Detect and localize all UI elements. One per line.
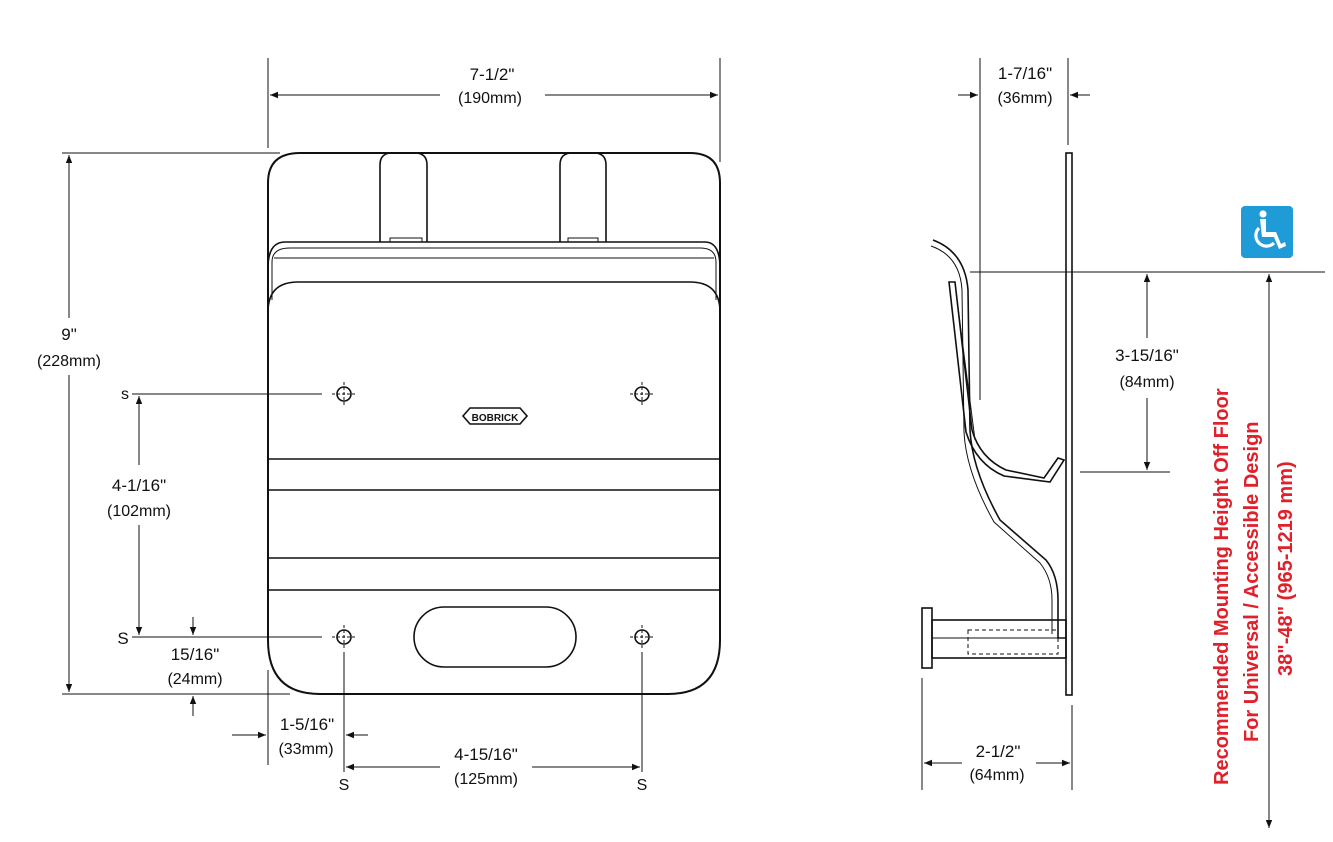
hole-spacing-vertical-metric: (102mm)	[107, 503, 171, 520]
shelf-edge	[267, 241, 721, 312]
dispenser-slot	[413, 606, 577, 668]
side-depth-bottom-metric: (64mm)	[969, 767, 1024, 784]
hole-spacing-vertical-imperial: 4-1/16"	[112, 476, 166, 495]
side-view: 1-7/16" (36mm) 3-15/16" (84mm) 2-1/2" (6…	[921, 58, 1325, 790]
hole-spacing-horizontal-metric: (125mm)	[454, 771, 518, 788]
accessibility-line2: For Universal / Accessible Design	[1241, 422, 1263, 743]
hole-spacing-horizontal-imperial: 4-15/16"	[454, 745, 518, 764]
front-plate-outline	[267, 152, 721, 695]
side-roll	[921, 607, 933, 669]
screw-mark-upper: s	[121, 386, 129, 403]
side-depth-top-metric: (36mm)	[997, 90, 1052, 107]
brand-logo: BOBRICK	[461, 407, 529, 425]
screw-hole	[332, 382, 356, 406]
right-post	[559, 152, 607, 242]
accessibility-note: Recommended Mounting Height Off Floor Fo…	[1211, 206, 1297, 828]
side-depth-top-imperial: 1-7/16"	[998, 64, 1052, 83]
side-height-metric: (84mm)	[1119, 374, 1174, 391]
height-dim-imperial: 9"	[61, 325, 77, 344]
screw-hole	[332, 625, 356, 649]
side-offset-metric: (33mm)	[278, 741, 333, 758]
side-depth-bottom-imperial: 2-1/2"	[976, 742, 1021, 761]
front-view: BOBRICK 7-1/2" (190mm)	[37, 58, 721, 794]
screw-hole	[630, 382, 654, 406]
screw-hole	[630, 625, 654, 649]
bottom-offset-imperial: 15/16"	[171, 645, 220, 664]
left-post	[379, 152, 428, 242]
accessibility-line1: Recommended Mounting Height Off Floor	[1211, 388, 1233, 785]
side-door	[948, 281, 1066, 483]
screw-mark-lower: S	[117, 629, 128, 648]
screw-mark-bottom-right: S	[637, 777, 648, 794]
height-dim-metric: (228mm)	[37, 353, 101, 370]
brand-logo-text: BOBRICK	[472, 413, 519, 424]
bottom-offset-metric: (24mm)	[167, 671, 222, 688]
side-hood	[932, 239, 1066, 639]
width-dim-metric: (190mm)	[458, 90, 522, 107]
side-wall-plate	[1065, 152, 1073, 696]
side-height-imperial: 3-15/16"	[1115, 346, 1179, 365]
side-offset-imperial: 1-5/16"	[280, 715, 334, 734]
width-dim-imperial: 7-1/2"	[470, 65, 515, 84]
accessibility-line3: 38"-48" (965-1219 mm)	[1275, 461, 1297, 676]
screw-mark-bottom-left: S	[339, 777, 350, 794]
